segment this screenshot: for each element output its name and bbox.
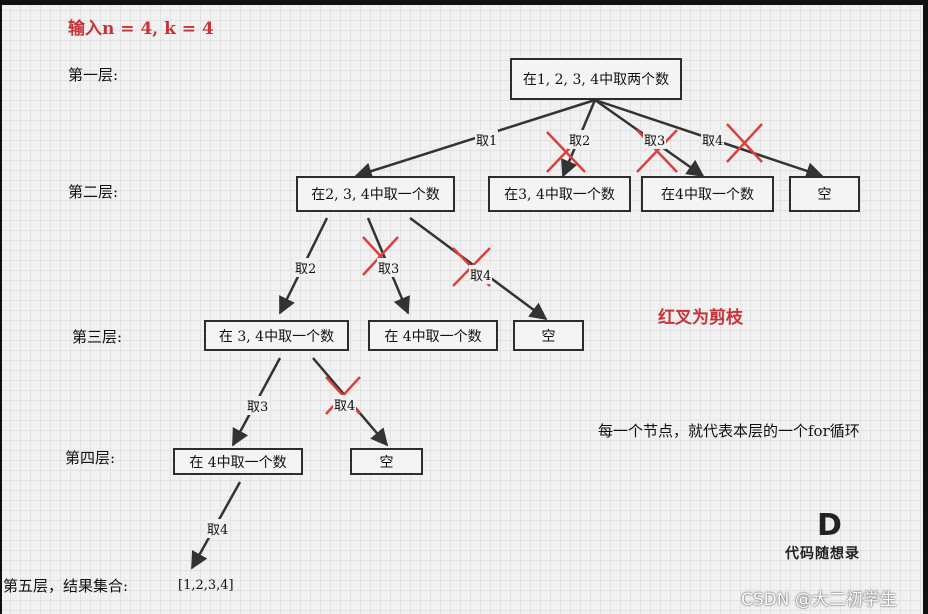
edge-label-l2-take2: 取2	[294, 258, 318, 277]
window-frame-top	[0, 0, 928, 5]
edge-label-take4: 取4	[701, 130, 725, 149]
result-set: [1,2,3,4]	[178, 578, 234, 593]
layer-label-4: 第四层:	[65, 449, 116, 467]
layer-label-5: 第五层，结果集合:	[3, 577, 129, 595]
logo-text: 代码随想录	[785, 546, 860, 562]
window-frame-left	[0, 0, 2, 614]
window-frame-right	[923, 0, 928, 614]
layer-label-3: 第三层:	[72, 328, 123, 346]
prune-note: 红叉为剪枝	[658, 308, 743, 328]
node-l4-a: 在 4中取一个数	[173, 448, 303, 475]
edge-label-take1: 取1	[475, 130, 499, 149]
node-l2-a: 在2, 3, 4中取一个数	[296, 176, 455, 212]
logo-mark: D	[817, 508, 842, 543]
node-root: 在1, 2, 3, 4中取两个数	[510, 58, 682, 100]
layer-label-1: 第一层:	[68, 66, 119, 84]
node-l2-b: 在3, 4中取一个数	[488, 176, 631, 212]
node-l3-b: 在 4中取一个数	[368, 320, 498, 351]
node-l3-c: 空	[513, 320, 584, 351]
node-l2-d: 空	[789, 176, 860, 212]
csdn-watermark: CSDN @大二初学生	[741, 590, 897, 610]
prune-cross-4b	[362, 236, 399, 276]
edge-label-l2-take3: 取3	[377, 258, 401, 277]
layer-label-2: 第二层:	[68, 183, 119, 201]
edge-label-take2: 取2	[568, 130, 592, 149]
edge-label-l4-take4: 取4	[206, 519, 230, 538]
node-l4-b: 空	[350, 448, 423, 475]
edge-label-l3-take3: 取3	[246, 396, 270, 415]
edge-label-l3-take4: 取4	[333, 395, 357, 414]
node-l2-c: 在4中取一个数	[641, 176, 774, 212]
prune-cross-2b	[636, 129, 678, 173]
input-heading: 输入n = 4, k = 4	[68, 19, 214, 39]
node-l3-a: 在 3, 4中取一个数	[204, 320, 349, 351]
edge-label-l2-take4: 取4	[469, 265, 493, 284]
prune-cross-3b	[726, 123, 763, 163]
edge-label-take3: 取3	[643, 130, 667, 149]
explanation-note: 每一个节点，就代表本层的一个for循环	[598, 422, 860, 440]
